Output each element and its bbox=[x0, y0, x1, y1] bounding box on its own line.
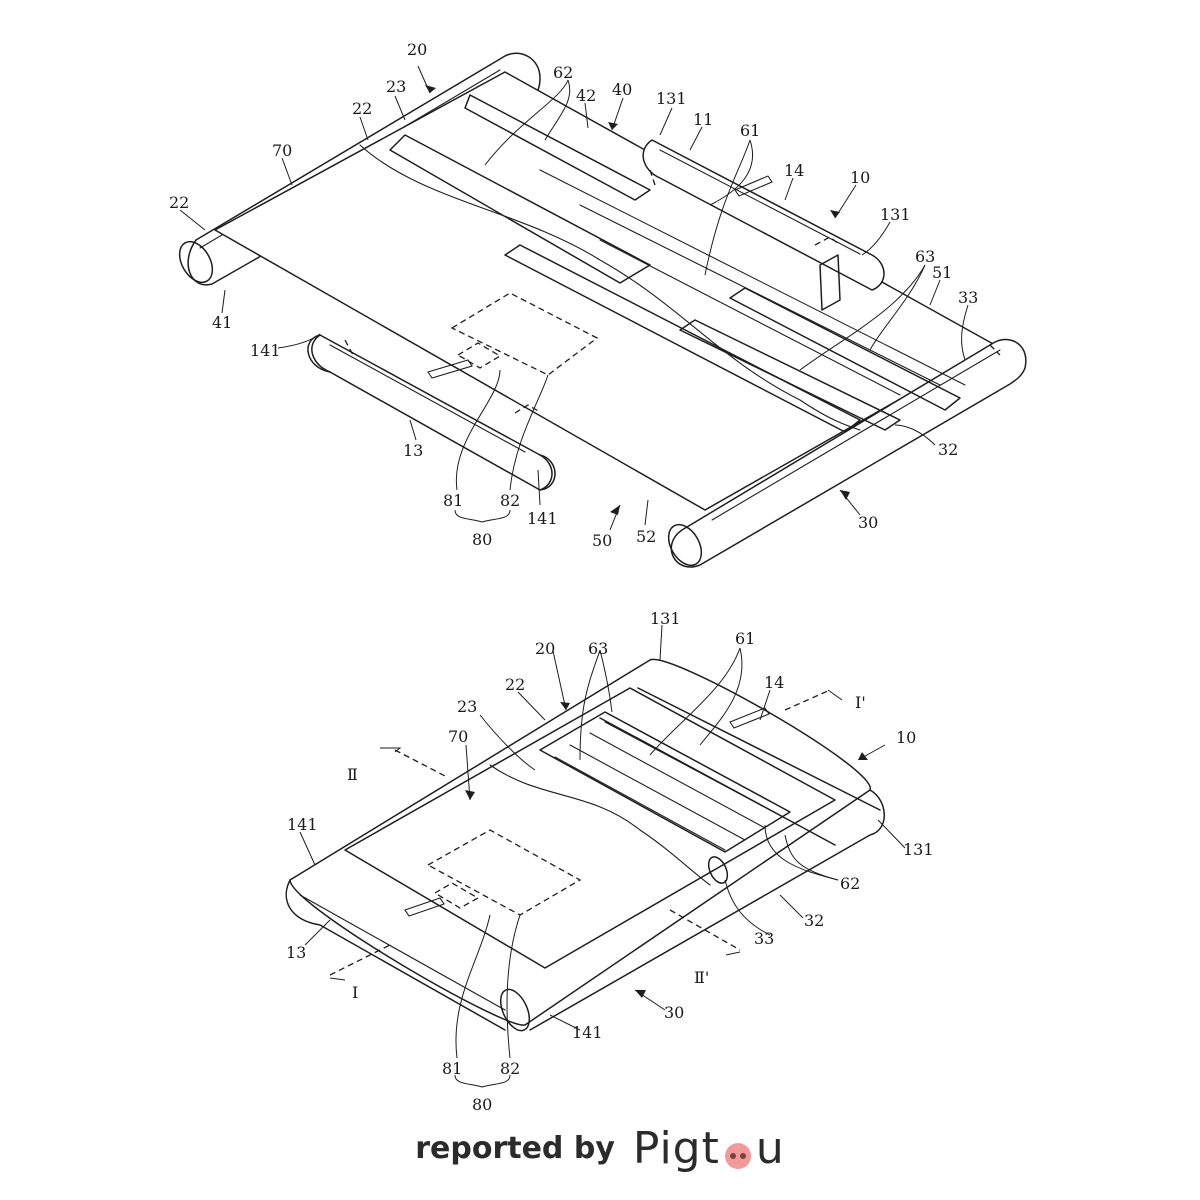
label-top-50: 50 bbox=[592, 531, 612, 550]
bottom-display-70 bbox=[344, 687, 836, 969]
label-bot-II-prime: Ⅱ' bbox=[694, 968, 709, 987]
top-fold-curve bbox=[359, 144, 861, 431]
label-top-22a: 22 bbox=[352, 99, 372, 118]
label-bot-80: 80 bbox=[472, 1095, 492, 1114]
footer-credit: reported by Pigt u bbox=[0, 1118, 1200, 1178]
label-bot-20: 20 bbox=[535, 639, 555, 658]
figure-top: 20 23 22 62 42 40 131 11 61 14 10 70 22 … bbox=[169, 40, 1027, 568]
bottom-chip-80 bbox=[404, 707, 770, 917]
credit-prefix: reported by bbox=[415, 1130, 615, 1166]
label-bot-I: Ⅰ bbox=[352, 983, 358, 1002]
top-housing-13 bbox=[307, 334, 556, 491]
label-bot-32: 32 bbox=[804, 911, 824, 930]
label-bot-141a: 141 bbox=[287, 815, 318, 834]
label-top-10: 10 bbox=[850, 168, 870, 187]
label-top-51: 51 bbox=[932, 263, 952, 282]
figure-bottom: 131 61 20 63 22 14 23 10 70 Ⅱ Ⅰ' 141 131… bbox=[285, 609, 934, 1114]
label-bot-I-prime: Ⅰ' bbox=[855, 693, 866, 712]
top-beam bbox=[819, 254, 841, 311]
label-top-82: 82 bbox=[500, 491, 520, 510]
label-top-42: 42 bbox=[576, 86, 596, 105]
label-top-80: 80 bbox=[472, 530, 492, 549]
label-top-33: 33 bbox=[958, 288, 978, 307]
label-top-70: 70 bbox=[272, 141, 292, 160]
bottom-leaders bbox=[299, 624, 906, 1088]
label-bot-141b: 141 bbox=[572, 1023, 603, 1042]
label-bot-II: Ⅱ bbox=[347, 765, 358, 784]
label-top-40: 40 bbox=[612, 80, 632, 99]
label-bot-131a: 131 bbox=[650, 609, 681, 628]
label-bot-63: 63 bbox=[588, 639, 608, 658]
brand-text-left: Pigt bbox=[632, 1122, 720, 1174]
label-top-63: 63 bbox=[915, 247, 935, 266]
label-top-41: 41 bbox=[212, 313, 232, 332]
bottom-section-lines bbox=[329, 689, 843, 981]
top-leaders bbox=[179, 65, 969, 531]
label-top-20: 20 bbox=[407, 40, 427, 59]
label-bot-70: 70 bbox=[448, 727, 468, 746]
label-bot-33: 33 bbox=[754, 929, 774, 948]
label-top-14: 14 bbox=[784, 161, 804, 180]
label-top-62: 62 bbox=[553, 63, 573, 82]
brand-text-right: u bbox=[755, 1122, 785, 1174]
top-chip-80 bbox=[344, 169, 1001, 414]
label-top-30: 30 bbox=[858, 513, 878, 532]
pig-nose-icon bbox=[721, 1131, 755, 1169]
label-top-131b: 131 bbox=[880, 205, 911, 224]
label-top-22b: 22 bbox=[169, 193, 189, 212]
label-bot-13: 13 bbox=[286, 943, 306, 962]
bottom-support-bars bbox=[539, 687, 881, 853]
label-bot-61: 61 bbox=[735, 629, 755, 648]
label-bot-81: 81 bbox=[442, 1059, 462, 1078]
label-bot-30: 30 bbox=[664, 1003, 684, 1022]
label-top-141b: 141 bbox=[527, 509, 558, 528]
top-support-bars bbox=[389, 94, 966, 433]
label-top-52: 52 bbox=[636, 527, 656, 546]
label-top-13: 13 bbox=[403, 441, 423, 460]
label-top-141a: 141 bbox=[250, 341, 281, 360]
label-bot-22: 22 bbox=[505, 675, 525, 694]
label-top-61: 61 bbox=[740, 121, 760, 140]
top-housing-14 bbox=[642, 139, 885, 291]
label-bot-62: 62 bbox=[840, 874, 860, 893]
label-top-81: 81 bbox=[443, 491, 463, 510]
label-bot-23: 23 bbox=[457, 697, 477, 716]
label-top-11: 11 bbox=[693, 110, 713, 129]
bottom-roller-33 bbox=[707, 856, 729, 884]
label-bot-82: 82 bbox=[500, 1059, 520, 1078]
label-top-131a: 131 bbox=[656, 89, 687, 108]
label-bot-10: 10 bbox=[896, 728, 916, 747]
label-top-23: 23 bbox=[386, 77, 406, 96]
bottom-fold-curve bbox=[489, 764, 711, 886]
label-bot-131b: 131 bbox=[903, 840, 934, 859]
label-top-32: 32 bbox=[938, 440, 958, 459]
brand-logo: Pigt u bbox=[633, 1123, 785, 1174]
label-bot-14: 14 bbox=[764, 673, 784, 692]
